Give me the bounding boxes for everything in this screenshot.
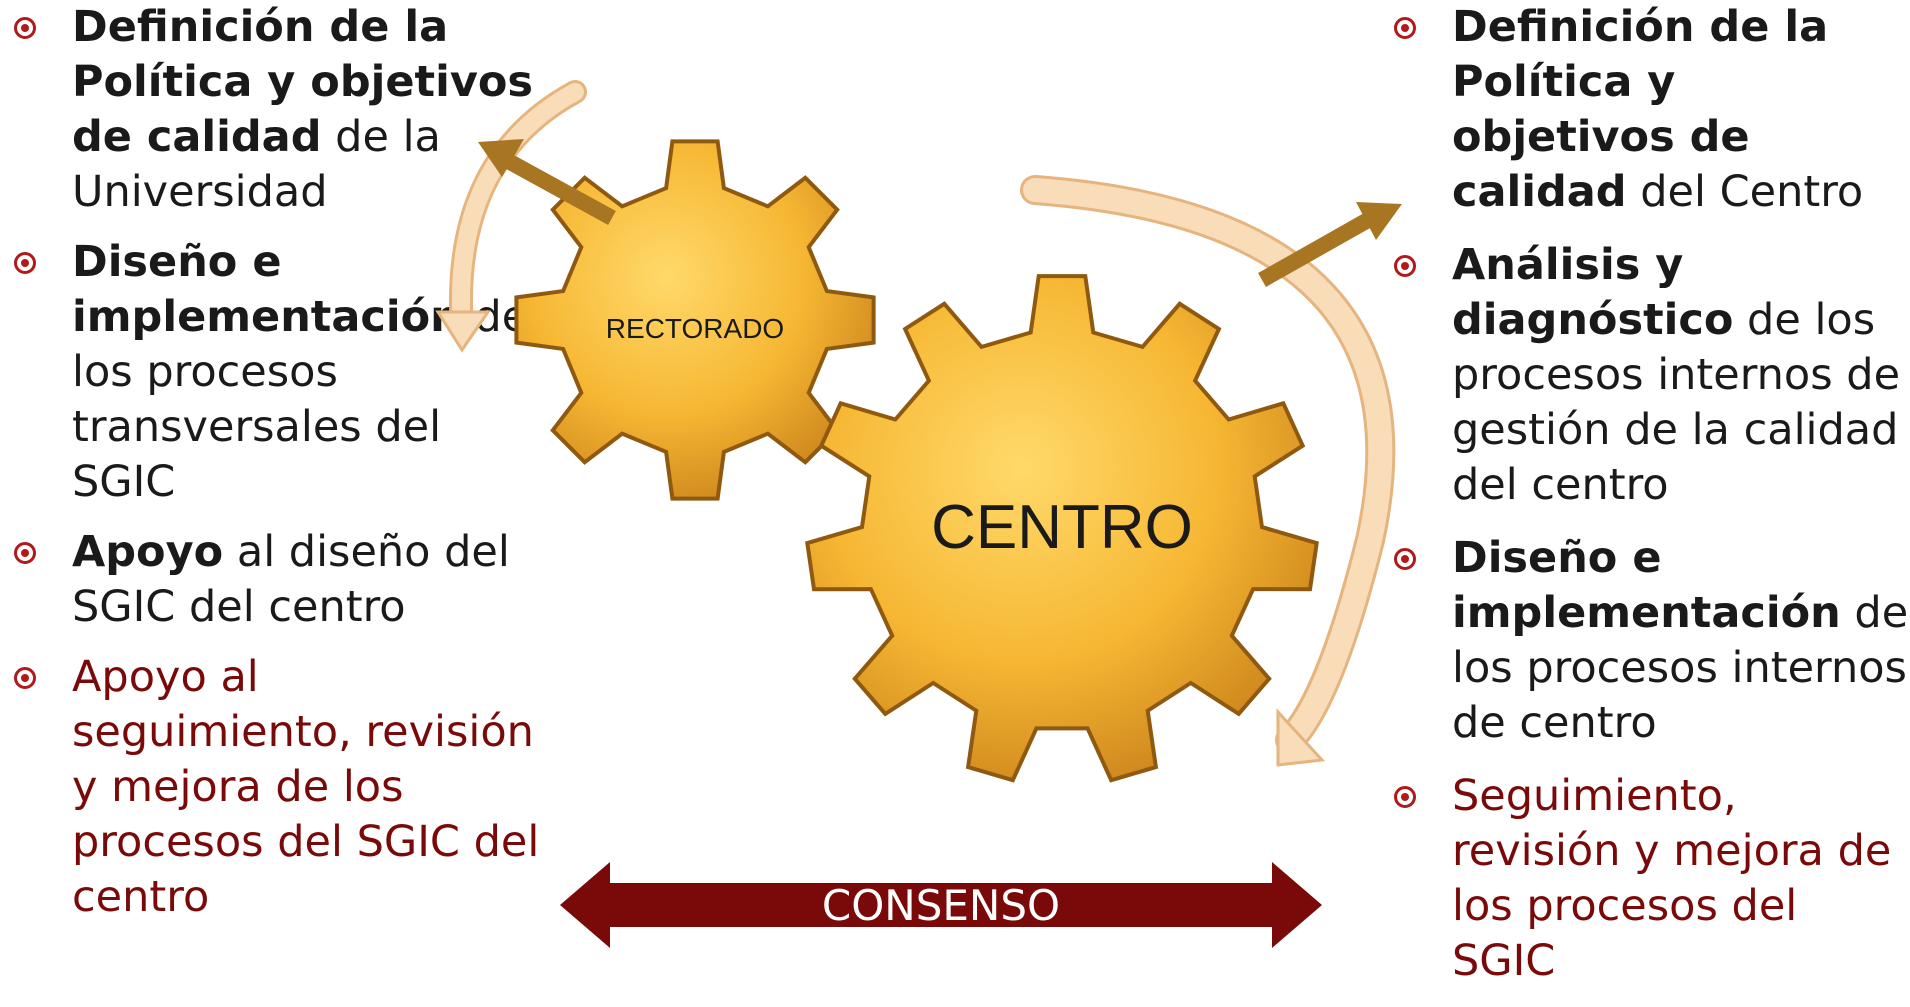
centro-label: CENTRO bbox=[931, 493, 1193, 562]
right-responsibilities: Definición de la Política y objetivos de… bbox=[1380, 0, 1910, 1007]
bullet-circle-icon bbox=[1394, 17, 1416, 39]
curved-arrow-right bbox=[1020, 175, 1396, 767]
rectorado-pointer-arrow bbox=[478, 139, 616, 226]
bullet-circle-icon bbox=[14, 17, 36, 39]
left-responsibilities: Definición de la Política y objetivos de… bbox=[0, 0, 540, 940]
curved-arrow-left-head bbox=[435, 310, 491, 353]
right-item-text: de los procesos internos de centro bbox=[1452, 588, 1909, 748]
left-item-bold-text: Definición de la Política y objetivos de… bbox=[72, 2, 533, 162]
right-item: Diseño e implementación de los procesos … bbox=[1380, 531, 1910, 751]
bullet-circle-icon bbox=[14, 252, 36, 274]
bullet-circle-icon bbox=[1394, 786, 1416, 808]
left-item-text: de la Universidad bbox=[72, 112, 441, 217]
left-item-bold-text: Diseño e implementación bbox=[72, 237, 461, 342]
left-item-text: de los procesos transversales del SGIC bbox=[72, 292, 529, 507]
rectorado-label: RECTORADO bbox=[606, 313, 784, 344]
bullet-circle-icon bbox=[14, 542, 36, 564]
right-item: Análisis y diagnóstico de los procesos i… bbox=[1380, 238, 1910, 513]
left-item: Apoyo al diseño del SGIC del centro bbox=[0, 525, 540, 635]
left-item-text: Apoyo al seguimiento, revisión y mejora … bbox=[72, 652, 540, 922]
right-item-text: de los procesos internos de gestión de l… bbox=[1452, 295, 1901, 510]
centro-pointer-arrow bbox=[1258, 202, 1402, 287]
curved-arrow-right-head bbox=[1276, 708, 1326, 767]
curved-arrow-left bbox=[435, 80, 587, 353]
centro-gear bbox=[805, 274, 1319, 783]
left-item-bold-text: Apoyo bbox=[72, 527, 224, 577]
left-bullet-list: Definición de la Política y objetivos de… bbox=[0, 0, 540, 925]
bullet-circle-icon bbox=[14, 667, 36, 689]
rectorado-gear bbox=[514, 139, 876, 501]
consenso-double-arrow: CONSENSO bbox=[560, 862, 1322, 948]
right-item-bold-text: Definición de la Política y objetivos de… bbox=[1452, 2, 1829, 217]
left-item: Apoyo al seguimiento, revisión y mejora … bbox=[0, 650, 540, 925]
consenso-label: CONSENSO bbox=[822, 881, 1060, 930]
right-item: Definición de la Política y objetivos de… bbox=[1380, 0, 1910, 220]
left-item-text: al diseño del SGIC del centro bbox=[72, 527, 510, 632]
right-item-bold-text: Análisis y diagnóstico bbox=[1452, 240, 1734, 345]
left-item: Diseño e implementación de los procesos … bbox=[0, 235, 540, 510]
bullet-circle-icon bbox=[1394, 548, 1416, 570]
gears-diagram: RECTORADO CENTRO CONSENSO bbox=[435, 80, 1402, 948]
right-bullet-list: Definición de la Política y objetivos de… bbox=[1380, 0, 1910, 989]
left-item: Definición de la Política y objetivos de… bbox=[0, 0, 540, 220]
right-item-bold-text: Diseño e implementación bbox=[1452, 533, 1841, 638]
bullet-circle-icon bbox=[1394, 255, 1416, 277]
right-item-text: del Centro bbox=[1626, 167, 1864, 217]
